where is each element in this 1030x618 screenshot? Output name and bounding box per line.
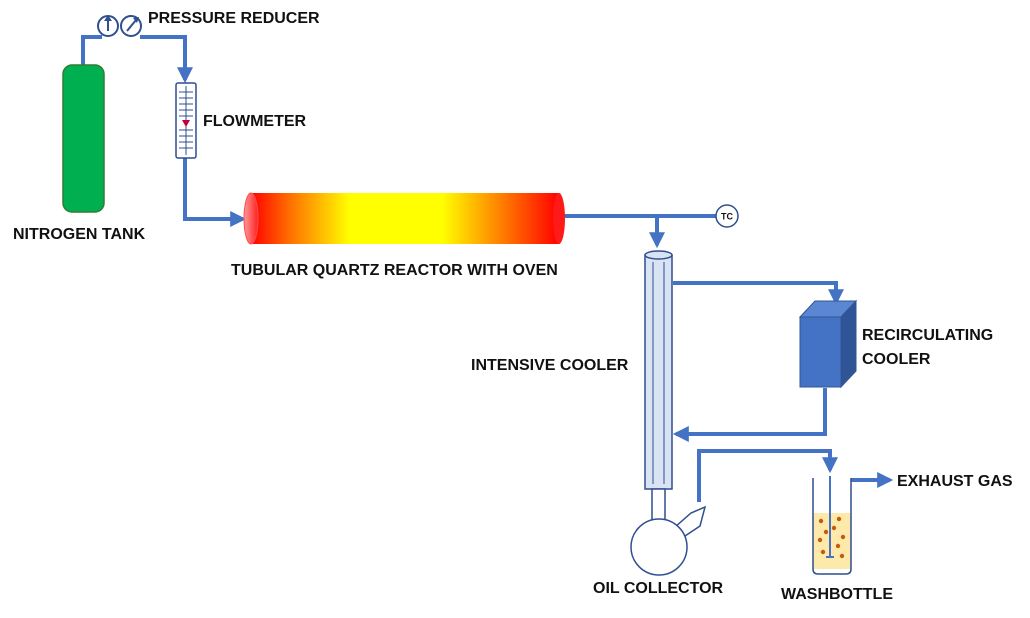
flowmeter-label: FLOWMETER bbox=[203, 113, 307, 130]
flowmeter-scale bbox=[179, 91, 193, 149]
thermocouple-label: TC bbox=[721, 212, 733, 222]
washbottle-glass bbox=[812, 478, 852, 575]
reactor-end-right bbox=[553, 193, 565, 244]
nitrogen-tank: NITROGEN TANK bbox=[13, 64, 146, 243]
exhaust-gas-label: EXHAUST GAS bbox=[897, 473, 1013, 490]
condenser-jacket bbox=[644, 254, 673, 490]
pipe-collector-to-washbottle bbox=[697, 449, 838, 502]
gauge-icon bbox=[97, 15, 119, 37]
pipe-flowmeter-to-reactor bbox=[183, 158, 247, 227]
nitrogen-tank-label: NITROGEN TANK bbox=[13, 226, 146, 243]
flowmeter: FLOWMETER bbox=[175, 82, 307, 159]
recirculating-cooler-label-line2: COOLER bbox=[862, 351, 931, 368]
cooler-side-face bbox=[840, 299, 857, 389]
washbottle: WASHBOTTLE bbox=[781, 476, 893, 603]
recirculating-cooler-label-line1: RECIRCULATING bbox=[862, 327, 993, 344]
recirculating-cooler: RECIRCULATING COOLER bbox=[798, 299, 993, 389]
reactor-end-left bbox=[243, 192, 259, 245]
pressure-reducer: PRESSURE REDUCER bbox=[97, 10, 320, 37]
intensive-cooler: INTENSIVE COOLER bbox=[471, 250, 673, 523]
condenser-neck bbox=[651, 488, 666, 523]
flowmeter-float-icon bbox=[182, 120, 190, 127]
gas-bubbles bbox=[817, 516, 846, 559]
reactor-label: TUBULAR QUARTZ REACTOR WITH OVEN bbox=[231, 262, 558, 279]
intensive-cooler-label: INTENSIVE COOLER bbox=[471, 357, 629, 374]
oil-collector: OIL COLLECTOR bbox=[593, 505, 724, 597]
washbottle-label: WASHBOTTLE bbox=[781, 586, 893, 603]
pipe-reducer-to-flowmeter bbox=[140, 35, 193, 84]
cooler-front-face bbox=[799, 316, 842, 388]
pipe-tank-to-reducer bbox=[81, 35, 102, 66]
oil-collector-label: OIL COLLECTOR bbox=[593, 580, 724, 597]
reactor-tube bbox=[251, 193, 559, 244]
pipe-network bbox=[81, 35, 894, 502]
pipe-cooler-to-recirculating bbox=[673, 281, 844, 306]
pipe-recirculating-return bbox=[672, 388, 827, 442]
condenser-top-cap bbox=[644, 250, 673, 260]
thermocouple: TC bbox=[715, 204, 739, 228]
collector-flask bbox=[630, 518, 688, 576]
tank-cylinder bbox=[62, 64, 105, 213]
gauge-icon bbox=[120, 15, 142, 37]
tubular-reactor: TUBULAR QUARTZ REACTOR WITH OVEN bbox=[231, 192, 565, 279]
pressure-reducer-label: PRESSURE REDUCER bbox=[148, 10, 320, 27]
